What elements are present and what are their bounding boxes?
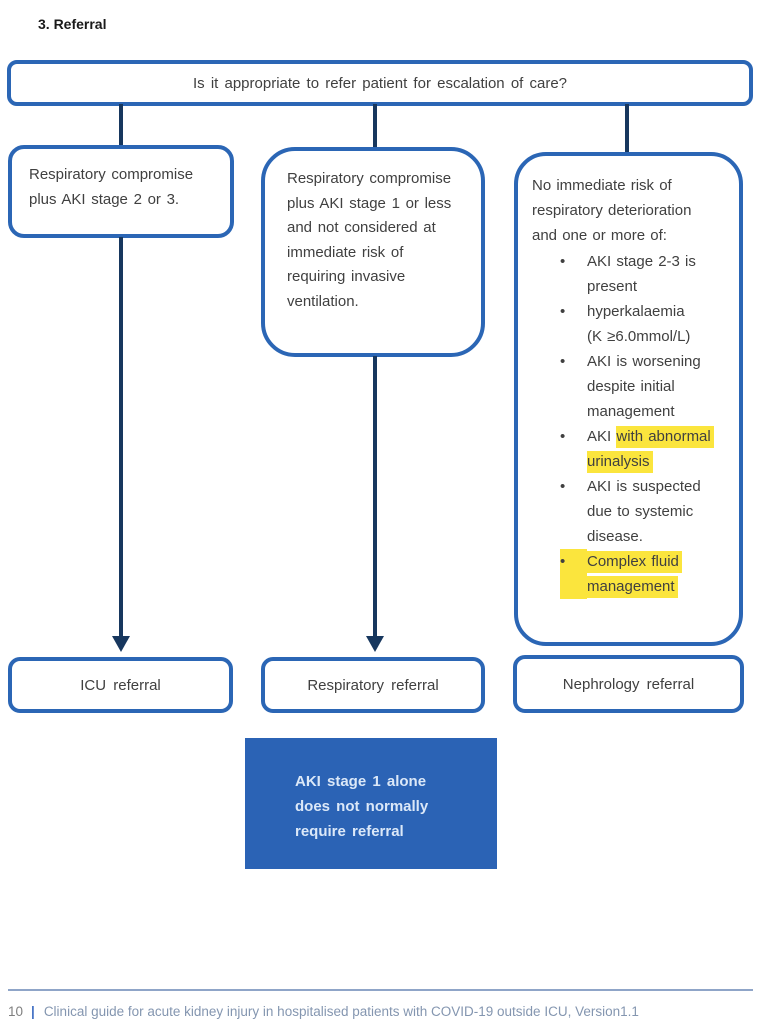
footer-text: Clinical guide for acute kidney injury i… — [43, 1004, 639, 1019]
bullet-icon: • — [560, 478, 566, 495]
condition-text: and not considered at — [287, 219, 436, 236]
list-item-highlight-partial: • AKI with abnormal urinalysis — [532, 424, 733, 474]
criterion-text: Complex fluid — [587, 549, 733, 574]
condition-text: plus AKI stage 2 or 3. — [29, 191, 180, 208]
outcome-label: Respiratory referral — [307, 676, 439, 694]
note-text: AKI stage 1 alone — [295, 773, 427, 790]
highlighted-text: Complex fluid — [587, 551, 682, 573]
condition-text: plus AKI stage 1 or less — [287, 194, 452, 212]
criterion-text: management — [587, 574, 733, 599]
condition-text: requiring invasive — [287, 268, 406, 285]
outcome-label: Nephrology referral — [562, 675, 695, 693]
criterion-text: (K ≥6.0mmol/L) — [587, 328, 691, 345]
list-item: • AKI stage 2-3 is present — [532, 249, 733, 299]
question-box: Is it appropriate to refer patient for e… — [7, 60, 753, 106]
condition-box-nephrology: No immediate risk of respiratory deterio… — [514, 152, 743, 646]
note-text: require referral — [295, 823, 404, 840]
outcome-box-respiratory: Respiratory referral — [261, 657, 485, 713]
criterion-text: present — [587, 278, 638, 295]
arrow-to-respiratory — [373, 356, 377, 636]
arrow-to-icu — [119, 237, 123, 636]
list-item: • AKI is worsening despite initial manag… — [532, 349, 733, 424]
criterion-text: AKI stage 2-3 is — [587, 253, 696, 270]
section-heading: 3. Referral — [38, 16, 107, 32]
condition-text: Respiratory compromise — [29, 166, 194, 183]
criterion-text: management — [587, 403, 675, 420]
criterion-text: disease. — [587, 528, 643, 545]
bullet-icon: • — [560, 549, 587, 599]
page-number: 10 — [8, 1004, 24, 1019]
question-text: Is it appropriate to refer patient for e… — [192, 74, 568, 92]
list-item-highlight-full: • Complex fluid management — [532, 549, 733, 599]
criterion-text: urinalysis — [587, 449, 733, 474]
condition-box-respiratory: Respiratory compromise plus AKI stage 1 … — [261, 147, 485, 357]
arrowhead-respiratory — [366, 636, 384, 652]
bullet-icon: • — [560, 253, 566, 270]
footer-rule — [8, 989, 753, 991]
condition-intro: respiratory deterioration — [532, 202, 692, 219]
connector-middle — [373, 104, 377, 148]
highlighted-text: urinalysis — [587, 451, 653, 473]
criterion-text: hyperkalaemia — [587, 303, 685, 320]
criterion-text: AKI is suspected — [587, 478, 701, 495]
bullet-icon: • — [560, 303, 566, 320]
bullet-icon: • — [560, 428, 566, 445]
criterion-text: despite initial — [587, 378, 675, 395]
condition-text: Respiratory compromise — [287, 170, 452, 187]
page-footer: 10 | Clinical guide for acute kidney injur… — [8, 1004, 753, 1019]
condition-intro: and one or more of: — [532, 227, 667, 244]
outcome-box-icu: ICU referral — [8, 657, 233, 713]
criterion-text: due to systemic — [587, 503, 694, 520]
criteria-list: • AKI stage 2-3 is present • hyperkalaem… — [532, 249, 733, 599]
criterion-text: AKI with abnormal — [587, 424, 733, 449]
condition-text: ventilation. — [287, 292, 359, 310]
note-box: AKI stage 1 alone does not normally requ… — [245, 738, 497, 869]
outcome-box-nephrology: Nephrology referral — [513, 655, 744, 713]
note-text: does not normally — [295, 798, 429, 815]
arrowhead-icu — [112, 636, 130, 652]
condition-intro: No immediate risk of — [532, 177, 672, 194]
criterion-text: AKI is worsening — [587, 353, 701, 370]
connector-right — [625, 104, 629, 153]
highlighted-text: management — [587, 576, 678, 598]
condition-box-icu: Respiratory compromise plus AKI stage 2 … — [8, 145, 234, 238]
connector-left — [119, 104, 123, 146]
list-item: • AKI is suspected due to systemic disea… — [532, 474, 733, 549]
condition-text: immediate risk of — [287, 243, 404, 261]
outcome-label: ICU referral — [80, 676, 161, 694]
footer-separator: | — [31, 1004, 35, 1019]
bullet-icon: • — [560, 353, 566, 370]
list-item: • hyperkalaemia (K ≥6.0mmol/L) — [532, 299, 733, 349]
highlighted-text: with abnormal — [616, 426, 714, 448]
